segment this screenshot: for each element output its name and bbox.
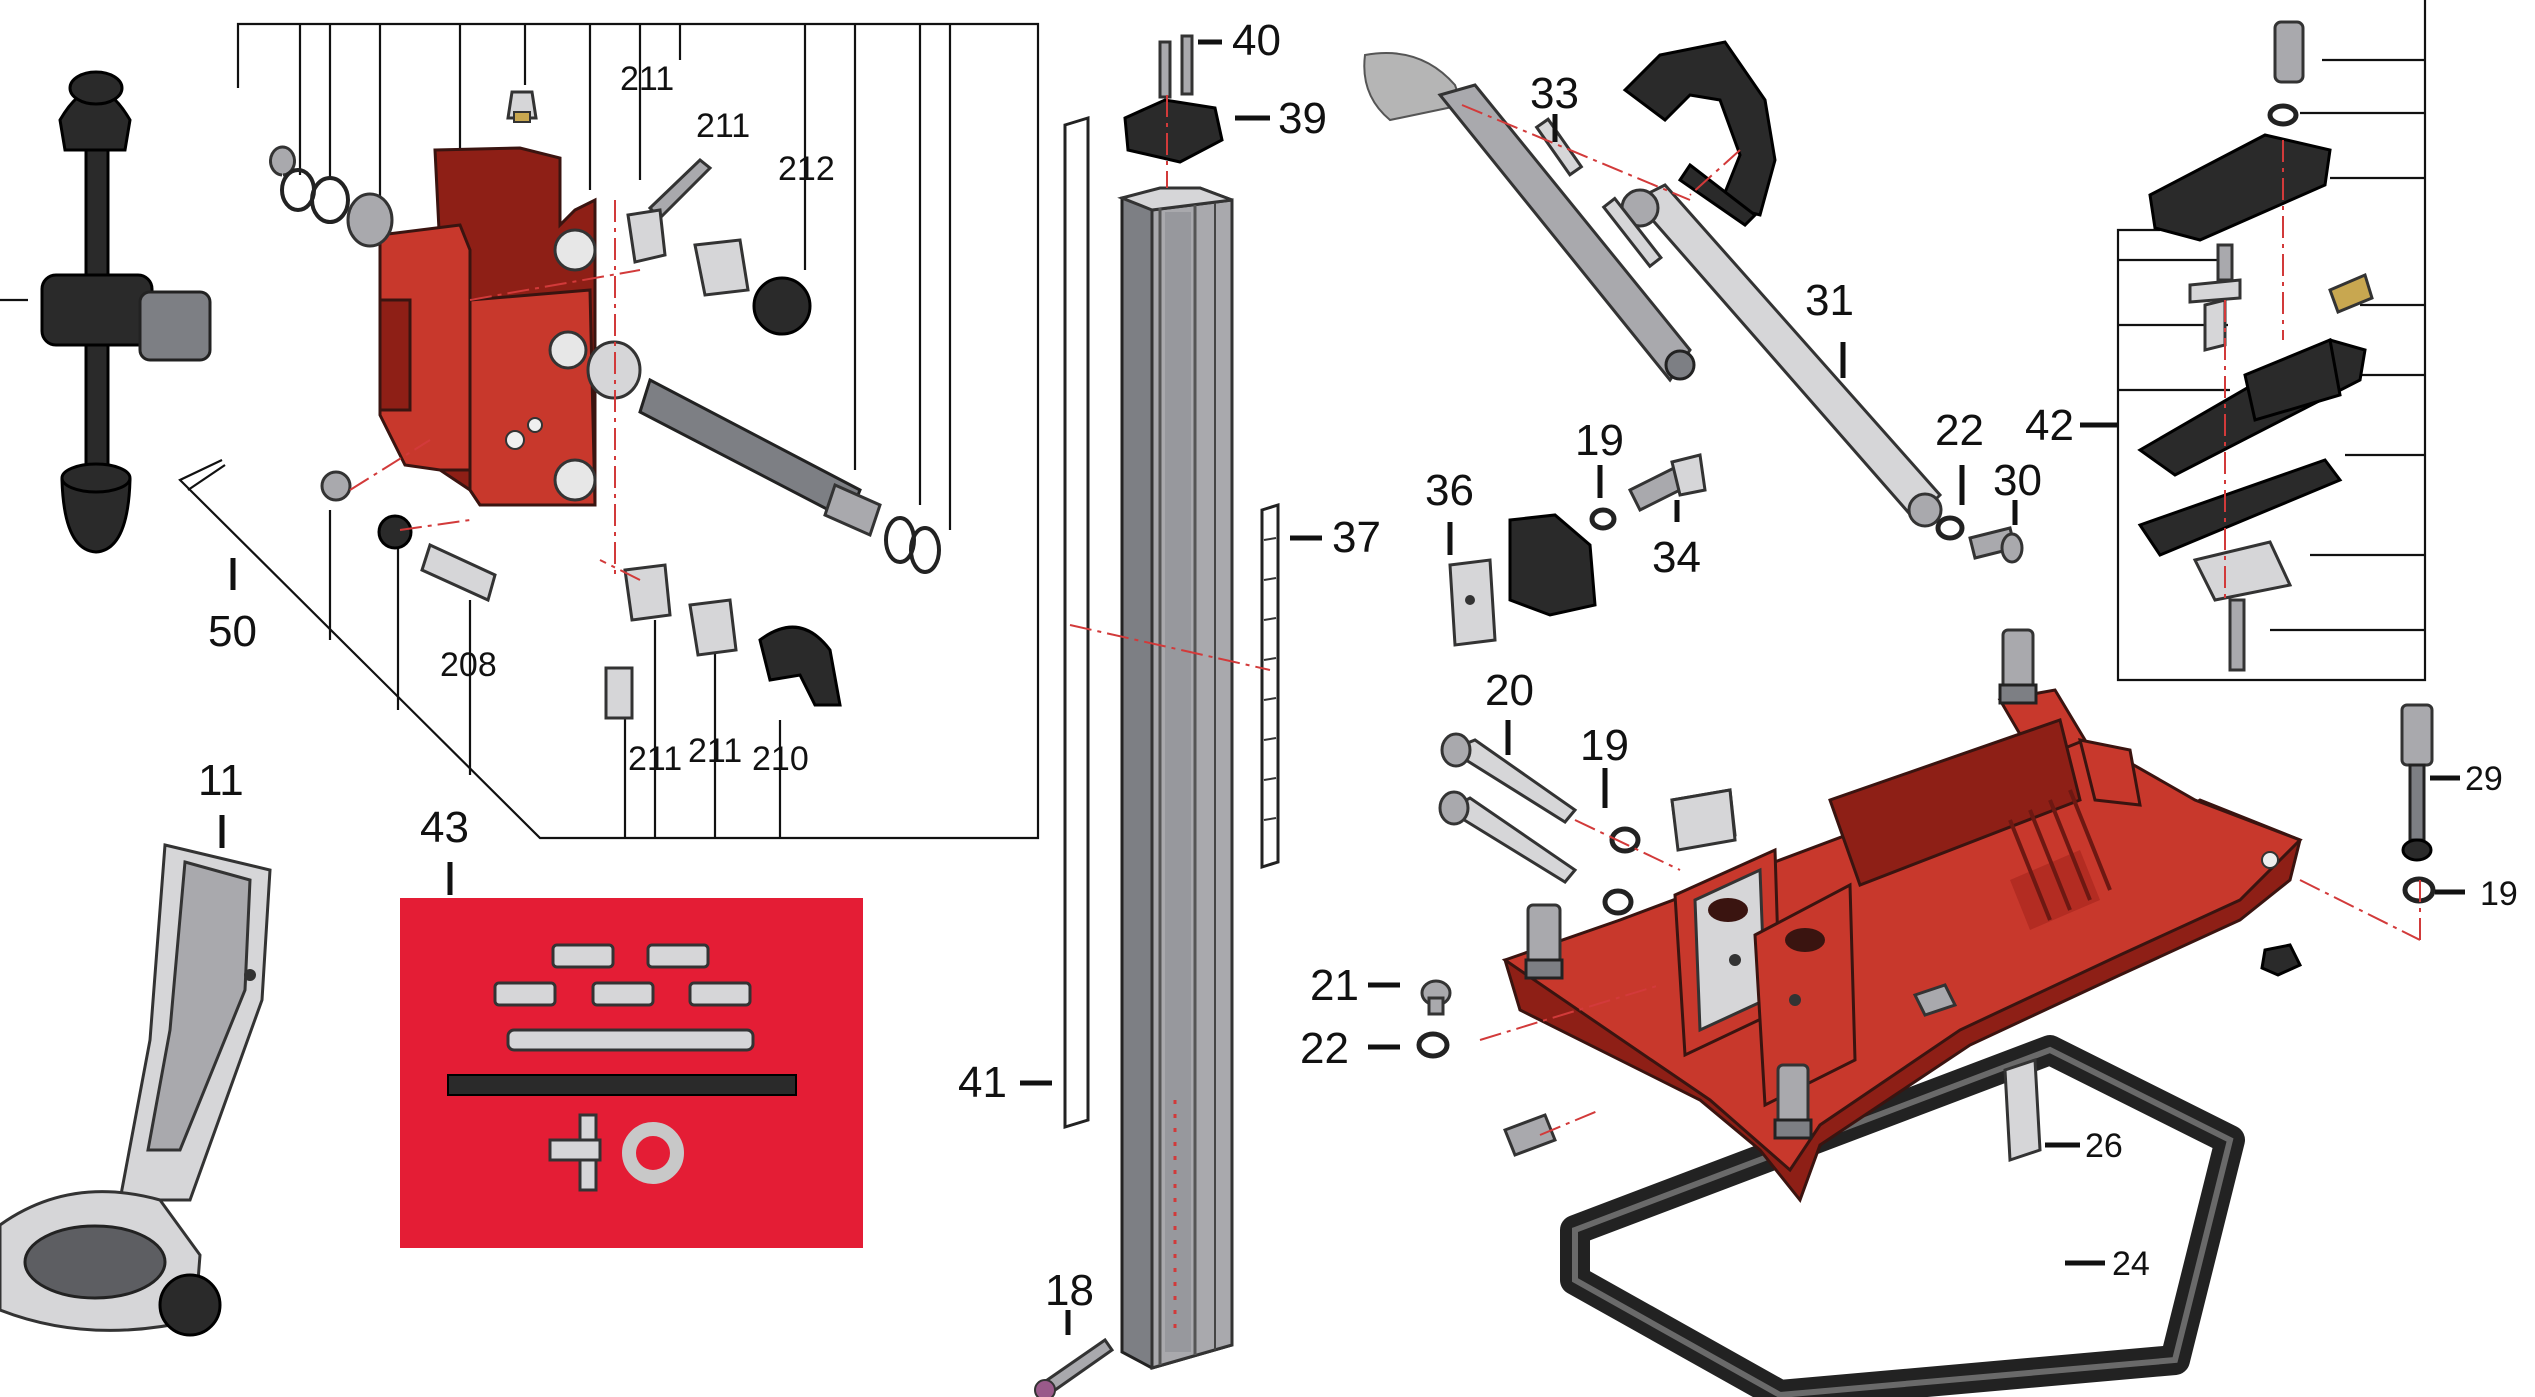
label-36: 36 [1425,466,1474,515]
carriage-small-parts [269,90,941,720]
bolt-18 [1034,1337,1115,1397]
label-208: 208 [440,646,497,684]
bracket-part-11 [0,843,272,1337]
carriage-dash-lines [349,200,641,581]
label-26: 26 [2085,1127,2123,1165]
label-211b: 211 [696,107,750,145]
bolts-20 [1438,732,1578,884]
label-20: 20 [1485,666,1534,715]
base-nut-right [2260,943,2303,977]
label-22b: 22 [1300,1024,1349,1073]
leveling-screw-rear [1998,628,2038,705]
label-211a: 211 [620,60,674,98]
carriage-body [378,146,597,507]
label-37: 37 [1332,513,1381,562]
label-211d: 211 [688,732,742,770]
column-cap-39 [1123,34,1224,188]
label-39: 39 [1278,94,1327,143]
washer-22b [1416,1031,1450,1059]
handwheel [0,70,212,554]
label-30: 30 [1993,456,2042,505]
bolt-21 [1420,979,1452,1016]
carriage-assembly-frame [178,22,1040,840]
lever-arm-31 [1601,183,1943,528]
label-212: 212 [778,150,835,188]
plate-square [1670,788,1737,852]
label-19b: 19 [1580,721,1629,770]
base-frame-24 [1560,1035,2245,1397]
leveling-screw-front [1773,1063,1813,1140]
label-211c: 211 [628,740,682,778]
label-22a: 22 [1935,406,1984,455]
kit-panel-43 [400,898,863,1248]
label-42: 42 [2025,401,2074,450]
label-50: 50 [208,607,257,656]
label-33: 33 [1530,69,1579,118]
label-31: 31 [1805,276,1854,325]
assembly-42-parts [2137,20,2374,672]
label-19a: 19 [1575,416,1624,465]
label-210: 210 [752,740,809,778]
washer-22a [1935,515,1965,541]
base-foot-left [1503,1113,1557,1157]
label-19c: 19 [2480,875,2518,913]
label-29: 29 [2465,760,2503,798]
plate-36 [1508,513,1597,617]
base-dash-lines [1479,819,2421,1136]
scale-37 [1069,502,1280,870]
block-26 [2003,1057,2042,1163]
callout-leaders [219,39,2465,1335]
label-11: 11 [198,756,244,805]
bolt-34 [1627,453,1707,513]
label-43: 43 [420,803,469,852]
part-labels: 211 211 212 211 211 210 208 50 11 43 40 … [198,16,2518,1315]
column [1117,186,1234,1370]
washers-19b [1602,826,1641,916]
column-strip-41 [1063,115,1090,1130]
label-24: 24 [2112,1245,2150,1283]
label-21: 21 [1310,961,1359,1010]
label-40: 40 [1232,16,1281,65]
label-18: 18 [1045,1266,1094,1315]
label-34: 34 [1652,533,1701,582]
block-36 [1448,558,1497,647]
leveling-screw-left [1524,903,1564,980]
base [1501,688,2303,1204]
label-41: 41 [958,1058,1007,1107]
carriage-leader-lines [298,24,952,838]
bolt-30 [1968,526,2024,564]
bolt-29 [2400,703,2434,862]
lever-dash-lines [1461,104,1741,201]
lever-arm-33 [1363,52,1696,383]
handle-33 [1622,40,1777,227]
washer-19a [1589,507,1617,531]
